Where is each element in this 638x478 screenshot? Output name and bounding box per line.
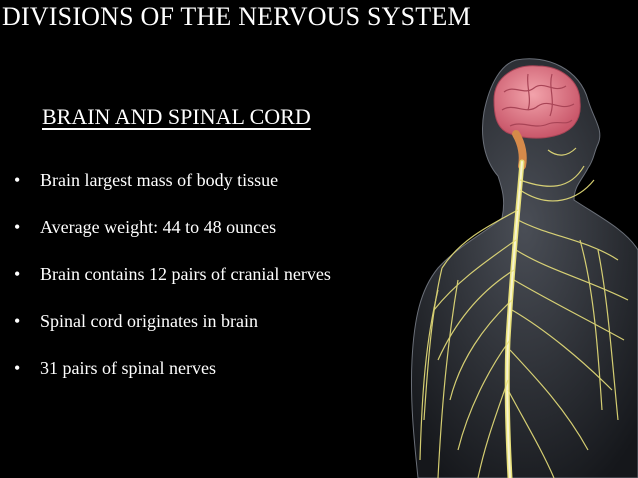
bullet-item: • Brain contains 12 pairs of cranial nerv… bbox=[14, 264, 331, 311]
bullet-list: • Brain largest mass of body tissue • Aver… bbox=[14, 170, 331, 405]
brain-folds bbox=[501, 73, 575, 127]
bullet-text: Average weight: 44 to 48 ounces bbox=[40, 217, 277, 237]
nervous-system-illustration-icon bbox=[410, 58, 638, 478]
bullet-dot-icon: • bbox=[14, 217, 21, 237]
bullet-text: Brain contains 12 pairs of cranial nerve… bbox=[40, 264, 331, 284]
bullet-item: • Spinal cord originates in brain bbox=[14, 311, 331, 358]
bullet-dot-icon: • bbox=[14, 170, 21, 190]
nerves bbox=[419, 147, 629, 478]
slide-title: DIVISIONS OF THE NERVOUS SYSTEM bbox=[2, 2, 471, 31]
bullet-item: • 31 pairs of spinal nerves bbox=[14, 358, 331, 405]
bullet-item: • Average weight: 44 to 48 ounces bbox=[14, 217, 331, 264]
bullet-text: Brain largest mass of body tissue bbox=[40, 170, 279, 190]
bullet-dot-icon: • bbox=[14, 358, 21, 378]
body-silhouette bbox=[410, 58, 638, 478]
slide-subtitle: BRAIN AND SPINAL CORD bbox=[42, 104, 311, 129]
bullet-item: • Brain largest mass of body tissue bbox=[14, 170, 331, 217]
brain bbox=[493, 65, 581, 139]
bullet-dot-icon: • bbox=[14, 311, 21, 331]
bullet-text: Spinal cord originates in brain bbox=[40, 311, 258, 331]
bullet-dot-icon: • bbox=[14, 264, 21, 284]
bullet-text: 31 pairs of spinal nerves bbox=[40, 358, 216, 378]
